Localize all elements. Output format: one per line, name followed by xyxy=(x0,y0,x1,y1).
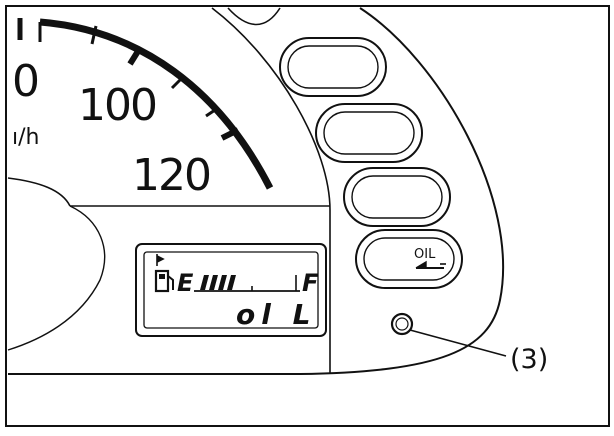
speed-label-100: 100 xyxy=(78,80,156,131)
fuel-bar-segment xyxy=(218,275,227,290)
fuel-pump-icon xyxy=(154,254,174,293)
button-2[interactable] xyxy=(315,103,423,163)
button-1[interactable] xyxy=(279,37,387,97)
callout-label-3: (3) xyxy=(510,344,548,375)
oil-button[interactable]: OIL xyxy=(355,229,463,289)
fuel-gauge-bars xyxy=(200,275,236,290)
dial-lower-curve xyxy=(7,205,106,351)
oil-indicator-lamp xyxy=(390,312,414,336)
lcd-oil-message: ol L xyxy=(236,298,316,331)
fuel-bar-segment xyxy=(200,275,209,290)
cluster-outer-edge xyxy=(8,7,505,375)
speed-tick xyxy=(205,106,219,118)
dial-bezel-edge xyxy=(211,7,331,374)
speed-major-tick xyxy=(127,46,143,66)
callout-leader-line xyxy=(409,329,507,357)
button-3[interactable] xyxy=(343,167,451,227)
speed-unit-label: ı/h xyxy=(12,125,39,150)
fuel-empty-label: E xyxy=(177,269,194,297)
fuel-bar-segment xyxy=(227,275,236,290)
dial-inner-curve xyxy=(7,177,71,207)
speed-label-120: 120 xyxy=(132,150,210,201)
top-button-edge xyxy=(227,7,281,26)
speed-label-partial: 0 xyxy=(12,56,38,107)
oil-can-icon xyxy=(415,260,446,269)
oil-button-label: OIL xyxy=(414,247,436,262)
fuel-full-label: F xyxy=(302,269,319,297)
speed-tick xyxy=(170,74,186,90)
speed-tick xyxy=(90,25,98,45)
fuel-bar-segment xyxy=(209,275,218,290)
lcd-display: E F ol L xyxy=(135,243,327,337)
speed-scale-arc xyxy=(39,18,274,190)
speed-major-tick xyxy=(220,127,240,141)
